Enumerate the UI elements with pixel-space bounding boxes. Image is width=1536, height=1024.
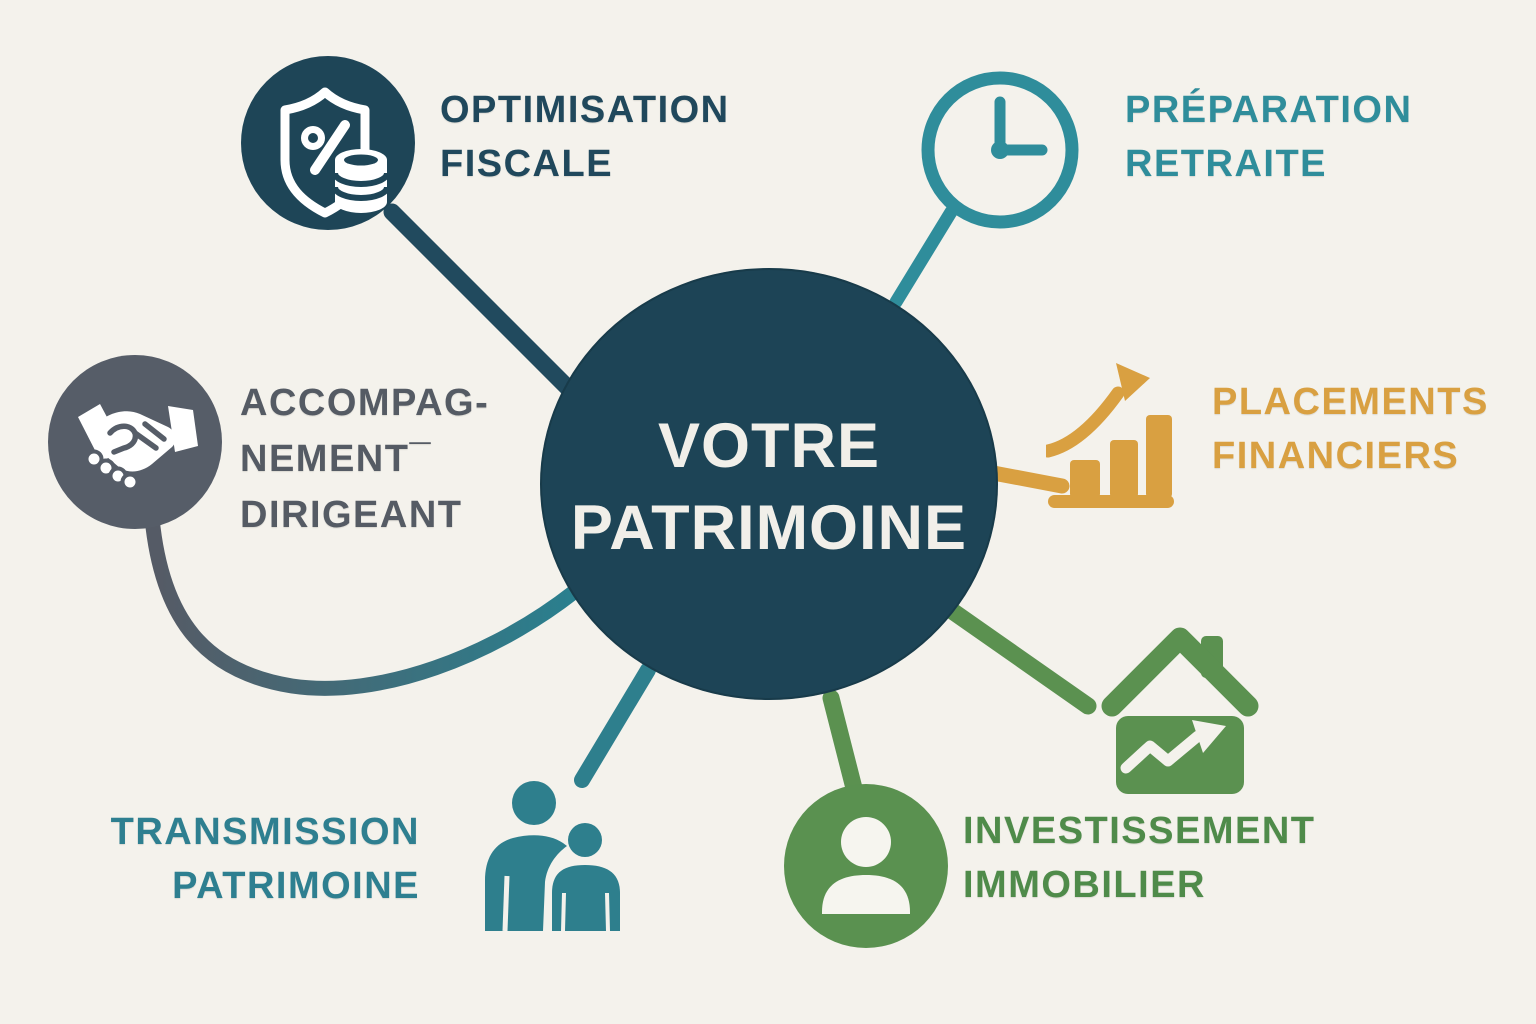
child-body	[552, 865, 620, 931]
growth-bar-chart-icon	[1046, 363, 1174, 508]
family-two-people-icon	[485, 781, 620, 931]
central-node: VOTRE PATRIMOINE	[540, 268, 998, 700]
chart-bar-medium	[1110, 440, 1138, 498]
label-line: FINANCIERS	[1212, 435, 1460, 477]
coin-top-face	[344, 154, 378, 166]
central-node-label-line2: PATRIMOINE	[570, 493, 968, 563]
connector-retraite	[889, 205, 958, 309]
label-transmission-patrimoine: TRANSMISSION PATRIMOINE	[100, 805, 420, 913]
handshake-right-cuff	[168, 406, 198, 452]
percent-dot-center	[308, 133, 318, 143]
connector-fiscale	[383, 203, 589, 409]
label-line: FISCALE	[440, 143, 614, 185]
chart-bar-tall	[1146, 415, 1172, 498]
clock-face-ring	[921, 71, 1079, 229]
label-line: PLACEMENTS	[1212, 381, 1489, 423]
growth-arrow-curve	[1046, 386, 1125, 458]
percent-slash	[310, 120, 350, 175]
clock-icon	[921, 71, 1079, 229]
coin-band-1	[332, 172, 390, 187]
handshake-finger-4	[120, 472, 140, 492]
person-in-circle-icon	[784, 784, 948, 948]
person-head	[841, 817, 891, 867]
growth-arrow-head	[1116, 363, 1150, 401]
label-line: IMMOBILIER	[963, 864, 1206, 906]
clock-hands	[994, 96, 1048, 156]
connector-dirigeant	[144, 510, 582, 696]
label-line: NEMENT¯	[240, 438, 432, 480]
label-line: INVESTISSEMENT	[963, 810, 1316, 852]
house-trend-arrow-head	[1192, 720, 1226, 753]
coin-band-2	[332, 186, 390, 201]
label-line: ACCOMPAG-	[240, 382, 490, 424]
house-roof	[1101, 627, 1259, 717]
label-line: DIRIGEANT	[240, 494, 463, 536]
label-preparation-retraite: PRÉPARATION RETRAITE	[1125, 83, 1412, 191]
handshake-finger-1	[84, 449, 104, 469]
connector-placements	[980, 464, 1070, 494]
child-arm-gaps	[561, 892, 610, 931]
chart-baseline	[1048, 495, 1174, 508]
shield-outline	[280, 87, 370, 218]
person-shoulders	[822, 875, 910, 914]
label-line: RETRAITE	[1125, 143, 1327, 185]
label-line: PATRIMOINE	[172, 865, 420, 907]
label-line: OPTIMISATION	[440, 89, 730, 131]
child-head	[568, 823, 602, 857]
label-line: TRANSMISSION	[110, 811, 420, 853]
label-accompagnement-dirigeant: ACCOMPAG- NEMENT¯ DIRIGEANT	[240, 375, 489, 543]
house-trend-zigzag	[1120, 730, 1204, 774]
label-line: PRÉPARATION	[1125, 89, 1413, 131]
central-node-label-line1: VOTRE	[657, 411, 881, 481]
chart-bar-small	[1070, 460, 1100, 498]
label-placements-financiers: PLACEMENTS FINANCIERS	[1212, 375, 1489, 483]
shield-percent-coins-icon	[241, 56, 415, 230]
adult-arm-gap	[502, 875, 510, 931]
adult-head	[512, 781, 556, 825]
connector-transmission	[574, 662, 656, 788]
handshake-clasp-lines	[132, 421, 167, 451]
label-optimisation-fiscale: OPTIMISATION FISCALE	[440, 83, 730, 191]
clock-center-dot	[991, 141, 1009, 159]
label-investissement-immobilier: INVESTISSEMENT IMMOBILIER	[963, 804, 1316, 912]
handshake-icon	[48, 355, 222, 529]
connector-house	[939, 599, 1097, 715]
house-growth-arrow-icon	[1101, 627, 1259, 794]
connector-person	[822, 689, 865, 805]
